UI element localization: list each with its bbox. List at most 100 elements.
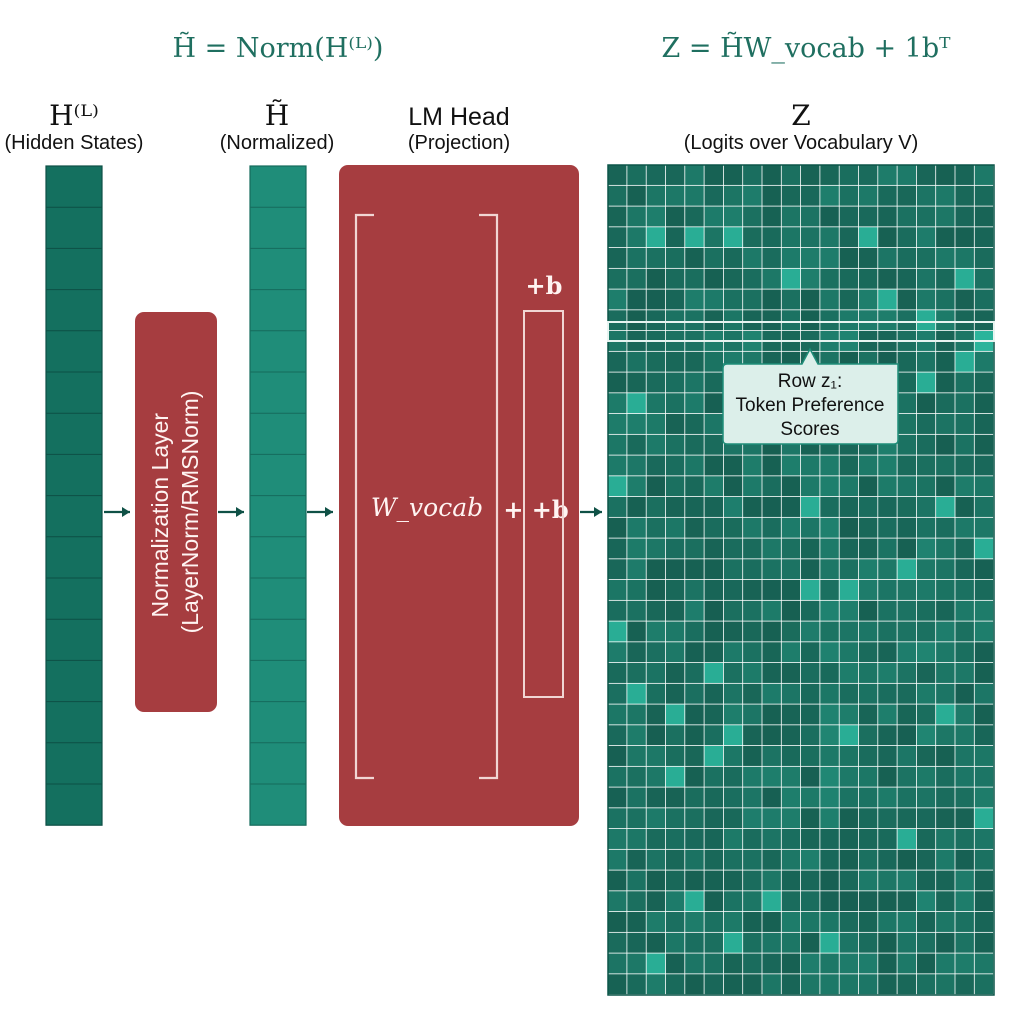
logit-cell — [627, 787, 646, 808]
logit-cell — [781, 829, 801, 849]
logit-cell — [916, 849, 936, 870]
logit-cell — [820, 600, 839, 621]
logit-cell — [820, 517, 839, 538]
logit-cell — [955, 476, 974, 497]
logit-cell — [781, 663, 801, 683]
logit-cell — [762, 227, 781, 248]
logit-cell — [820, 559, 839, 580]
logit-cell — [916, 704, 936, 725]
logit-cell — [878, 642, 897, 663]
logit-cell — [878, 248, 897, 268]
logit-cell — [878, 808, 897, 829]
logit-cell — [608, 455, 627, 476]
logit-cell — [974, 165, 994, 185]
logit-cell — [762, 559, 781, 580]
logit-cell — [878, 766, 897, 787]
logit-cell — [665, 787, 685, 808]
logit-cell — [781, 600, 801, 621]
logit-cell — [743, 663, 762, 683]
logit-cell — [801, 766, 820, 787]
logit-cell — [974, 517, 994, 538]
logit-cell — [801, 185, 820, 206]
logit-cell — [936, 455, 955, 476]
logit-cell — [858, 455, 878, 476]
logit-cell — [858, 746, 878, 766]
logit-cell — [646, 829, 666, 849]
logit-cell — [916, 829, 936, 849]
logit-cell — [704, 787, 723, 808]
logit-cell — [974, 704, 994, 725]
logit-cell — [936, 580, 955, 600]
logit-cell — [801, 642, 820, 663]
logit-cell — [916, 600, 936, 621]
logit-cell — [627, 663, 646, 683]
flow-arrows — [104, 507, 602, 517]
logit-cell — [762, 704, 781, 725]
logit-cell — [723, 725, 743, 746]
logit-cell — [974, 787, 994, 808]
logit-cell — [781, 268, 801, 289]
logit-cell — [801, 455, 820, 476]
logit-cell — [762, 683, 781, 704]
logit-cell — [820, 932, 839, 953]
logit-cell — [608, 165, 627, 185]
logit-cell — [627, 351, 646, 372]
logit-cell — [974, 414, 994, 434]
logit-cell — [955, 455, 974, 476]
logit-cell — [608, 351, 627, 372]
logit-cell — [955, 683, 974, 704]
highlighted-row — [607, 321, 995, 342]
right-bracket-icon — [479, 213, 499, 780]
logit-cell — [936, 912, 955, 932]
logit-cell — [801, 538, 820, 559]
logit-cell — [762, 725, 781, 746]
logit-cell — [627, 538, 646, 559]
logit-cell — [781, 725, 801, 746]
logit-cell — [897, 455, 916, 476]
logit-cell — [897, 165, 916, 185]
logit-cell — [646, 165, 666, 185]
logit-cell — [646, 497, 666, 517]
logit-cell — [955, 248, 974, 268]
logit-cell — [878, 289, 897, 310]
logit-cell — [897, 600, 916, 621]
logit-cell — [762, 912, 781, 932]
logit-cell — [685, 621, 704, 642]
logit-cell — [858, 621, 878, 642]
logit-cell — [878, 497, 897, 517]
logit-cell — [936, 248, 955, 268]
logit-cell — [627, 455, 646, 476]
logit-cell — [665, 829, 685, 849]
logit-cell — [665, 870, 685, 891]
logit-cell — [646, 268, 666, 289]
logit-cell — [916, 932, 936, 953]
logit-cell — [608, 953, 627, 974]
logit-cell — [974, 393, 994, 414]
logit-cell — [762, 538, 781, 559]
logit-cell — [955, 870, 974, 891]
logit-cell — [974, 227, 994, 248]
logit-cell — [974, 642, 994, 663]
logit-cell — [608, 372, 627, 393]
logit-cell — [897, 393, 916, 414]
logit-cell — [646, 600, 666, 621]
logit-cell — [858, 227, 878, 248]
logit-cell — [685, 891, 704, 912]
logit-cell — [858, 517, 878, 538]
logit-cell — [839, 974, 859, 995]
logit-cell — [665, 248, 685, 268]
logit-cell — [704, 248, 723, 268]
logit-cell — [723, 932, 743, 953]
logit-cell — [723, 497, 743, 517]
logit-cell — [704, 455, 723, 476]
logit-cell — [723, 600, 743, 621]
logit-cell — [743, 310, 762, 331]
logit-cell — [665, 746, 685, 766]
logit-cell — [627, 434, 646, 455]
logit-cell — [685, 704, 704, 725]
logit-cell — [781, 559, 801, 580]
logit-cell — [858, 953, 878, 974]
logit-cell — [820, 787, 839, 808]
logits-symbol: Z — [791, 99, 810, 132]
